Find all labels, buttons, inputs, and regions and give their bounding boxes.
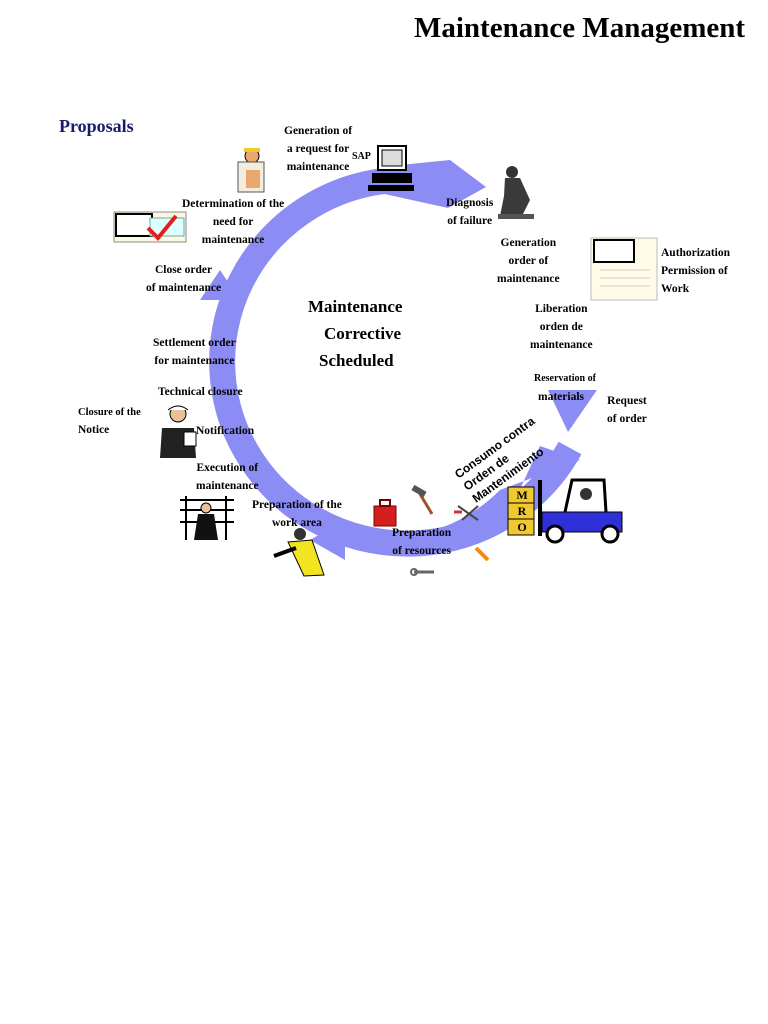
ring-arrow-bottom bbox=[310, 520, 345, 560]
step-technical-closure: Technical closure bbox=[158, 386, 243, 398]
step-determination: Determination of the need for maintenanc… bbox=[182, 198, 285, 246]
step-authorization: Authorization Permission of Work bbox=[661, 247, 730, 295]
ring-arrow-bottom-right bbox=[400, 446, 580, 550]
mro-boxes bbox=[507, 486, 535, 536]
hammer-icon bbox=[411, 484, 434, 515]
mro-letter-r: R bbox=[517, 504, 527, 518]
step-close-order: Close order of maintenance bbox=[146, 264, 222, 294]
ring-arrow-left bbox=[200, 270, 240, 300]
page-title: Maintenance Management bbox=[414, 12, 746, 44]
center-line-2: Corrective bbox=[324, 324, 402, 343]
yellow-worker-icon bbox=[273, 528, 325, 577]
step-materials: materials bbox=[538, 391, 584, 403]
proposals-label: Proposals bbox=[59, 116, 134, 136]
thinker-statue-icon bbox=[498, 166, 534, 219]
step-generation-request: Generation of a request for maintenance bbox=[284, 125, 353, 173]
mro-letter-m: M bbox=[516, 488, 528, 502]
closure-notice-line-1: Closure of the bbox=[78, 407, 141, 418]
forklift-icon bbox=[538, 478, 623, 544]
sap-label: SAP bbox=[352, 151, 371, 162]
closure-notice-line-2: Notice bbox=[78, 424, 110, 436]
inspector-icon bbox=[160, 405, 197, 458]
worker-reading-icon bbox=[237, 148, 265, 193]
step-diagnosis: Diagnosis of failure bbox=[446, 197, 494, 227]
ring-arrow-top bbox=[380, 160, 486, 208]
step-execution: Execution of maintenance bbox=[196, 462, 259, 492]
workers-scaffold-icon bbox=[180, 496, 234, 540]
step-settlement: Settlement order for maintenance bbox=[153, 337, 236, 367]
document-check-icon bbox=[113, 211, 187, 243]
step-reservation: Reservation of bbox=[534, 373, 596, 384]
computer-icon bbox=[368, 145, 414, 191]
pliers-icon bbox=[454, 505, 479, 521]
cycle-ring bbox=[209, 167, 582, 557]
center-line-1: Maintenance bbox=[308, 297, 403, 316]
center-line-3: Scheduled bbox=[319, 351, 394, 370]
step-notification: Notification bbox=[196, 425, 255, 437]
ring-arrow-right bbox=[548, 390, 597, 432]
pencil-icon bbox=[474, 546, 490, 562]
authorization-document-icon bbox=[590, 237, 658, 301]
step-preparation-work-area: Preparation of the work area bbox=[252, 499, 342, 529]
step-preparation-resources: Preparation of resources bbox=[392, 527, 452, 557]
step-liberation: Liberation orden de maintenance bbox=[530, 303, 593, 351]
step-generation-order: Generation order of maintenance bbox=[497, 237, 560, 285]
mro-letter-o: O bbox=[517, 520, 527, 534]
toolbox-icon bbox=[373, 499, 397, 527]
step-request-order: Request of order bbox=[607, 395, 647, 425]
wrench-icon bbox=[410, 568, 434, 576]
